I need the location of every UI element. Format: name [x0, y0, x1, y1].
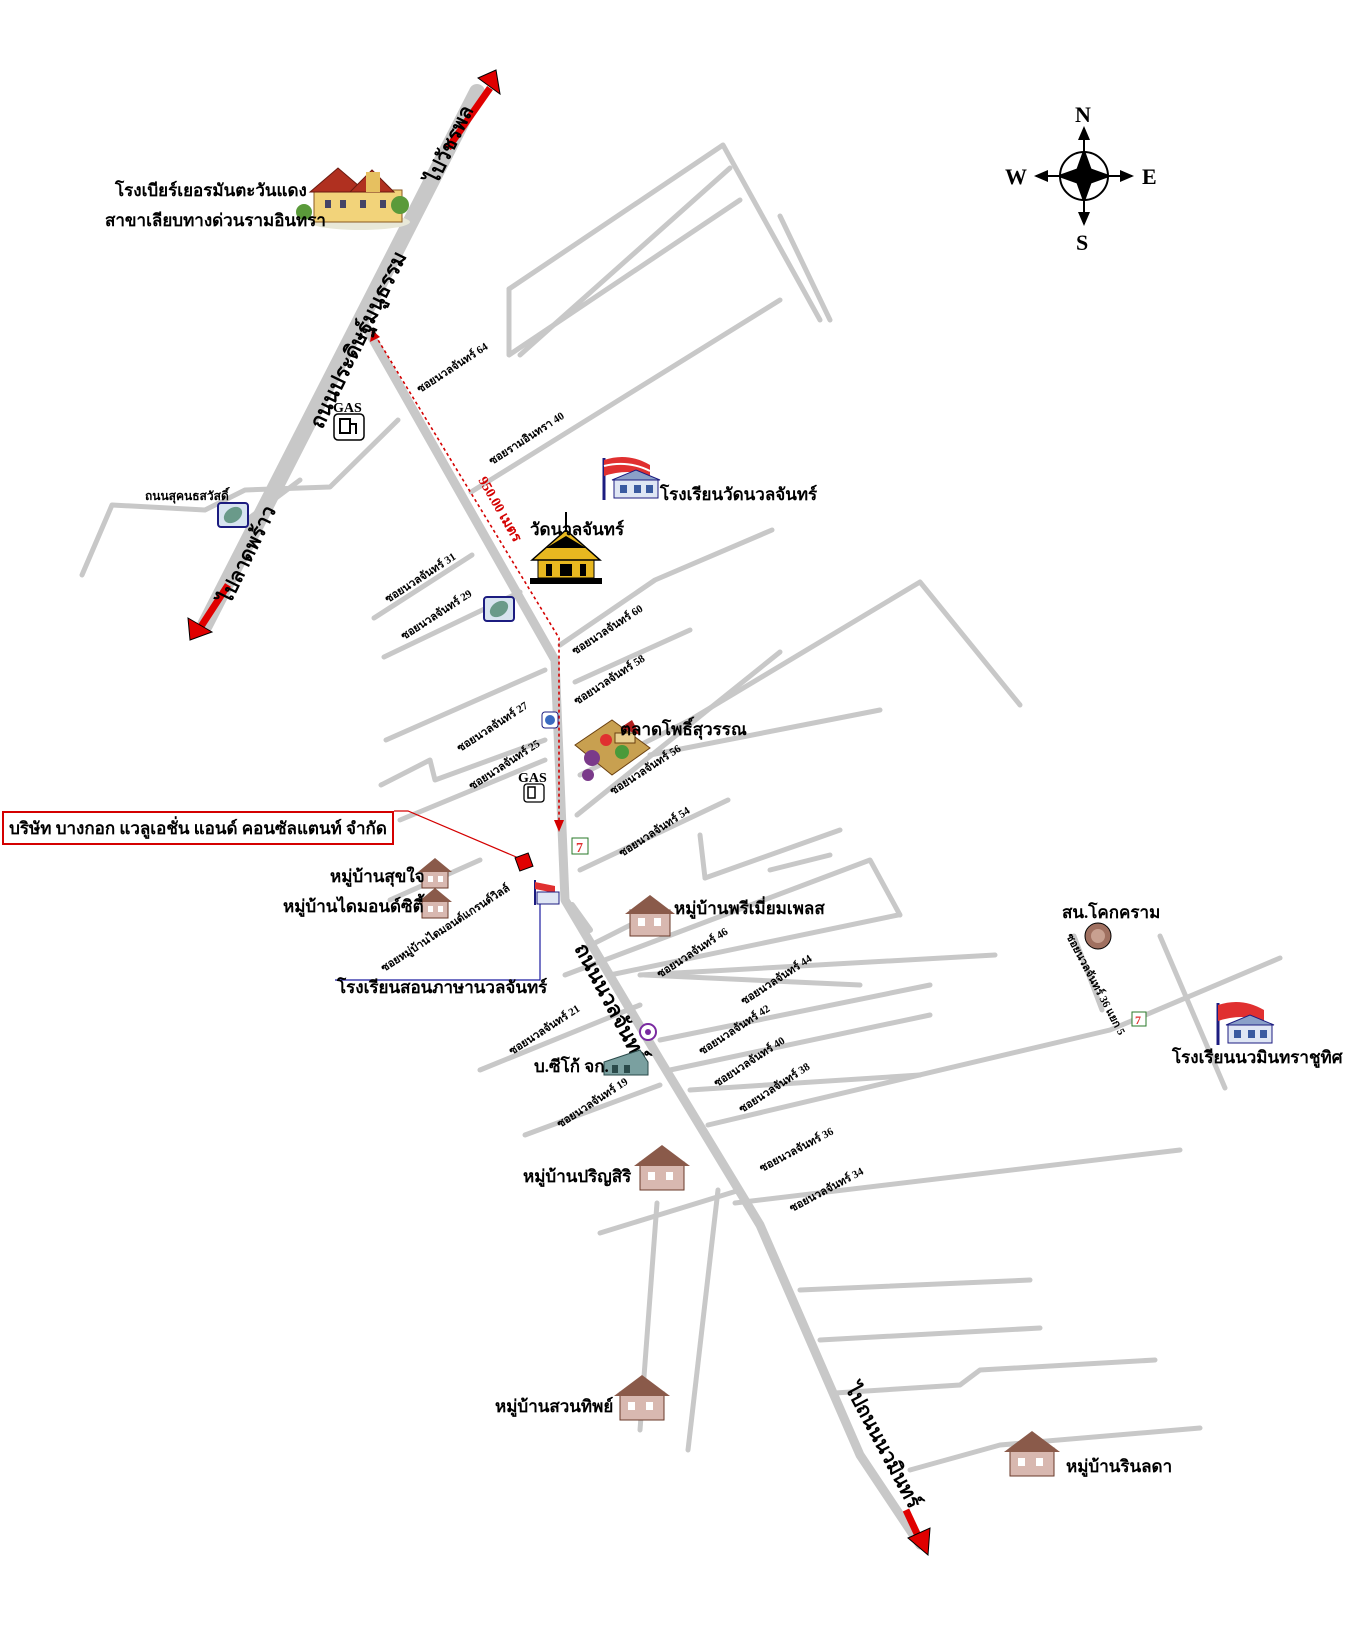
company-label-box[interactable]: บริษัท บางกอก แวลูเอชั่น แอนด์ คอนซัลแตน…: [2, 811, 394, 845]
main-roads: [197, 84, 925, 1550]
soi-36: ซอยนวลจันทร์ 36: [757, 1125, 836, 1175]
house-icon: [1004, 1431, 1060, 1477]
bank-icon: [541, 711, 559, 729]
vil-parinsiri-label: หมู่บ้านปริญสิริ: [523, 1167, 632, 1188]
police-label: สน.โคกคราม: [1062, 902, 1160, 922]
leaf-station-icon: [217, 502, 249, 528]
soi-31: ซอยนวลจันทร์ 31: [383, 550, 459, 605]
svg-text:GAS: GAS: [518, 771, 547, 786]
soi-54: ซอยนวลจันทร์ 54: [617, 804, 693, 860]
school-sorn-pointer-line: [335, 900, 541, 981]
vil-sukjai-label: หมู่บ้านสุขใจ: [330, 866, 425, 888]
cigo-label: บ.ซีโก้ จก.: [534, 1056, 609, 1076]
route-line: [370, 329, 564, 832]
gas-station-icon: GAS: [333, 401, 365, 441]
school-nawamin-label: โรงเรียนนวมินทราชูทิศ: [1171, 1047, 1344, 1069]
wat-label: วัดนวลจันทร์: [530, 519, 625, 539]
factory-icon: [603, 1049, 649, 1076]
school-wat-label: โรงเรียนวัดนวลจันทร์: [659, 484, 818, 504]
seven-eleven-icon: 7: [1131, 1011, 1147, 1027]
police-station-icon: [1084, 922, 1112, 950]
house-icon: [418, 888, 452, 919]
vil-suantip-label: หมู่บ้านสวนทิพย์: [495, 1396, 613, 1418]
soi-64: ซอยนวลจันทร์ 64: [415, 340, 491, 396]
school-flag-icon: [1216, 1001, 1275, 1045]
company-marker[interactable]: [514, 852, 534, 872]
compass-rose: N S W E: [1005, 102, 1157, 255]
leaf-station-icon: [483, 596, 515, 622]
place-labels: โรงเบียร์เยอรมันตะวันแดง สาขาเลียบทางด่ว…: [105, 180, 1344, 1478]
gas-station-icon: GAS: [518, 771, 547, 803]
post-icon: [639, 1023, 657, 1041]
school-flag-icon: [534, 880, 560, 905]
beer-garden-line2: สาขาเลียบทางด่วนรามอินทรา: [105, 210, 326, 230]
market-label: ตลาดโพธิ์สุวรรณ: [620, 716, 747, 740]
school-sorn-label: โรงเรียนสอนภาษานวลจันทร์: [336, 977, 548, 997]
seven-eleven-icon: 7: [571, 837, 589, 856]
compass-s: S: [1076, 230, 1088, 255]
svg-text:7: 7: [576, 841, 583, 856]
company-label: บริษัท บางกอก แวลูเอชั่น แอนด์ คอนซัลแตน…: [9, 818, 387, 838]
school-flag-icon: [602, 456, 661, 500]
svg-text:7: 7: [1135, 1013, 1141, 1027]
vil-diamond-label: หมู่บ้านไดมอนด์ซิตี้: [283, 893, 425, 918]
house-icon: [634, 1145, 690, 1191]
soi-21: ซอยนวลจันทร์ 21: [507, 1002, 583, 1057]
direction-chatchawal: ไปวัชรพล: [419, 101, 478, 189]
house-icon: [625, 895, 675, 937]
arrow-to-ladprao: [187, 583, 231, 641]
arrow-to-nawamin: [902, 1508, 931, 1557]
house-icon: [418, 858, 452, 889]
compass-w: W: [1005, 164, 1027, 189]
road-label-suksawat: ถนนสุคนธสวัสดิ์: [145, 487, 230, 504]
compass-n: N: [1075, 102, 1091, 127]
svg-text:GAS: GAS: [333, 401, 362, 416]
company-pointer-line: [394, 810, 529, 863]
market-icon: [574, 719, 651, 781]
beer-garden-line1: โรงเบียร์เยอรมันตะวันแดง: [114, 180, 307, 200]
arrow-to-chatchawal: [445, 69, 501, 151]
house-icon: [614, 1375, 670, 1421]
vil-premier-label: หมู่บ้านพรีเมี่ยมเพลส: [674, 896, 825, 920]
temple-icon: [530, 512, 602, 584]
compass-e: E: [1142, 164, 1157, 189]
beer-garden-icon: [296, 167, 410, 230]
vil-rinlada-label: หมู่บ้านรินลดา: [1066, 1457, 1172, 1478]
